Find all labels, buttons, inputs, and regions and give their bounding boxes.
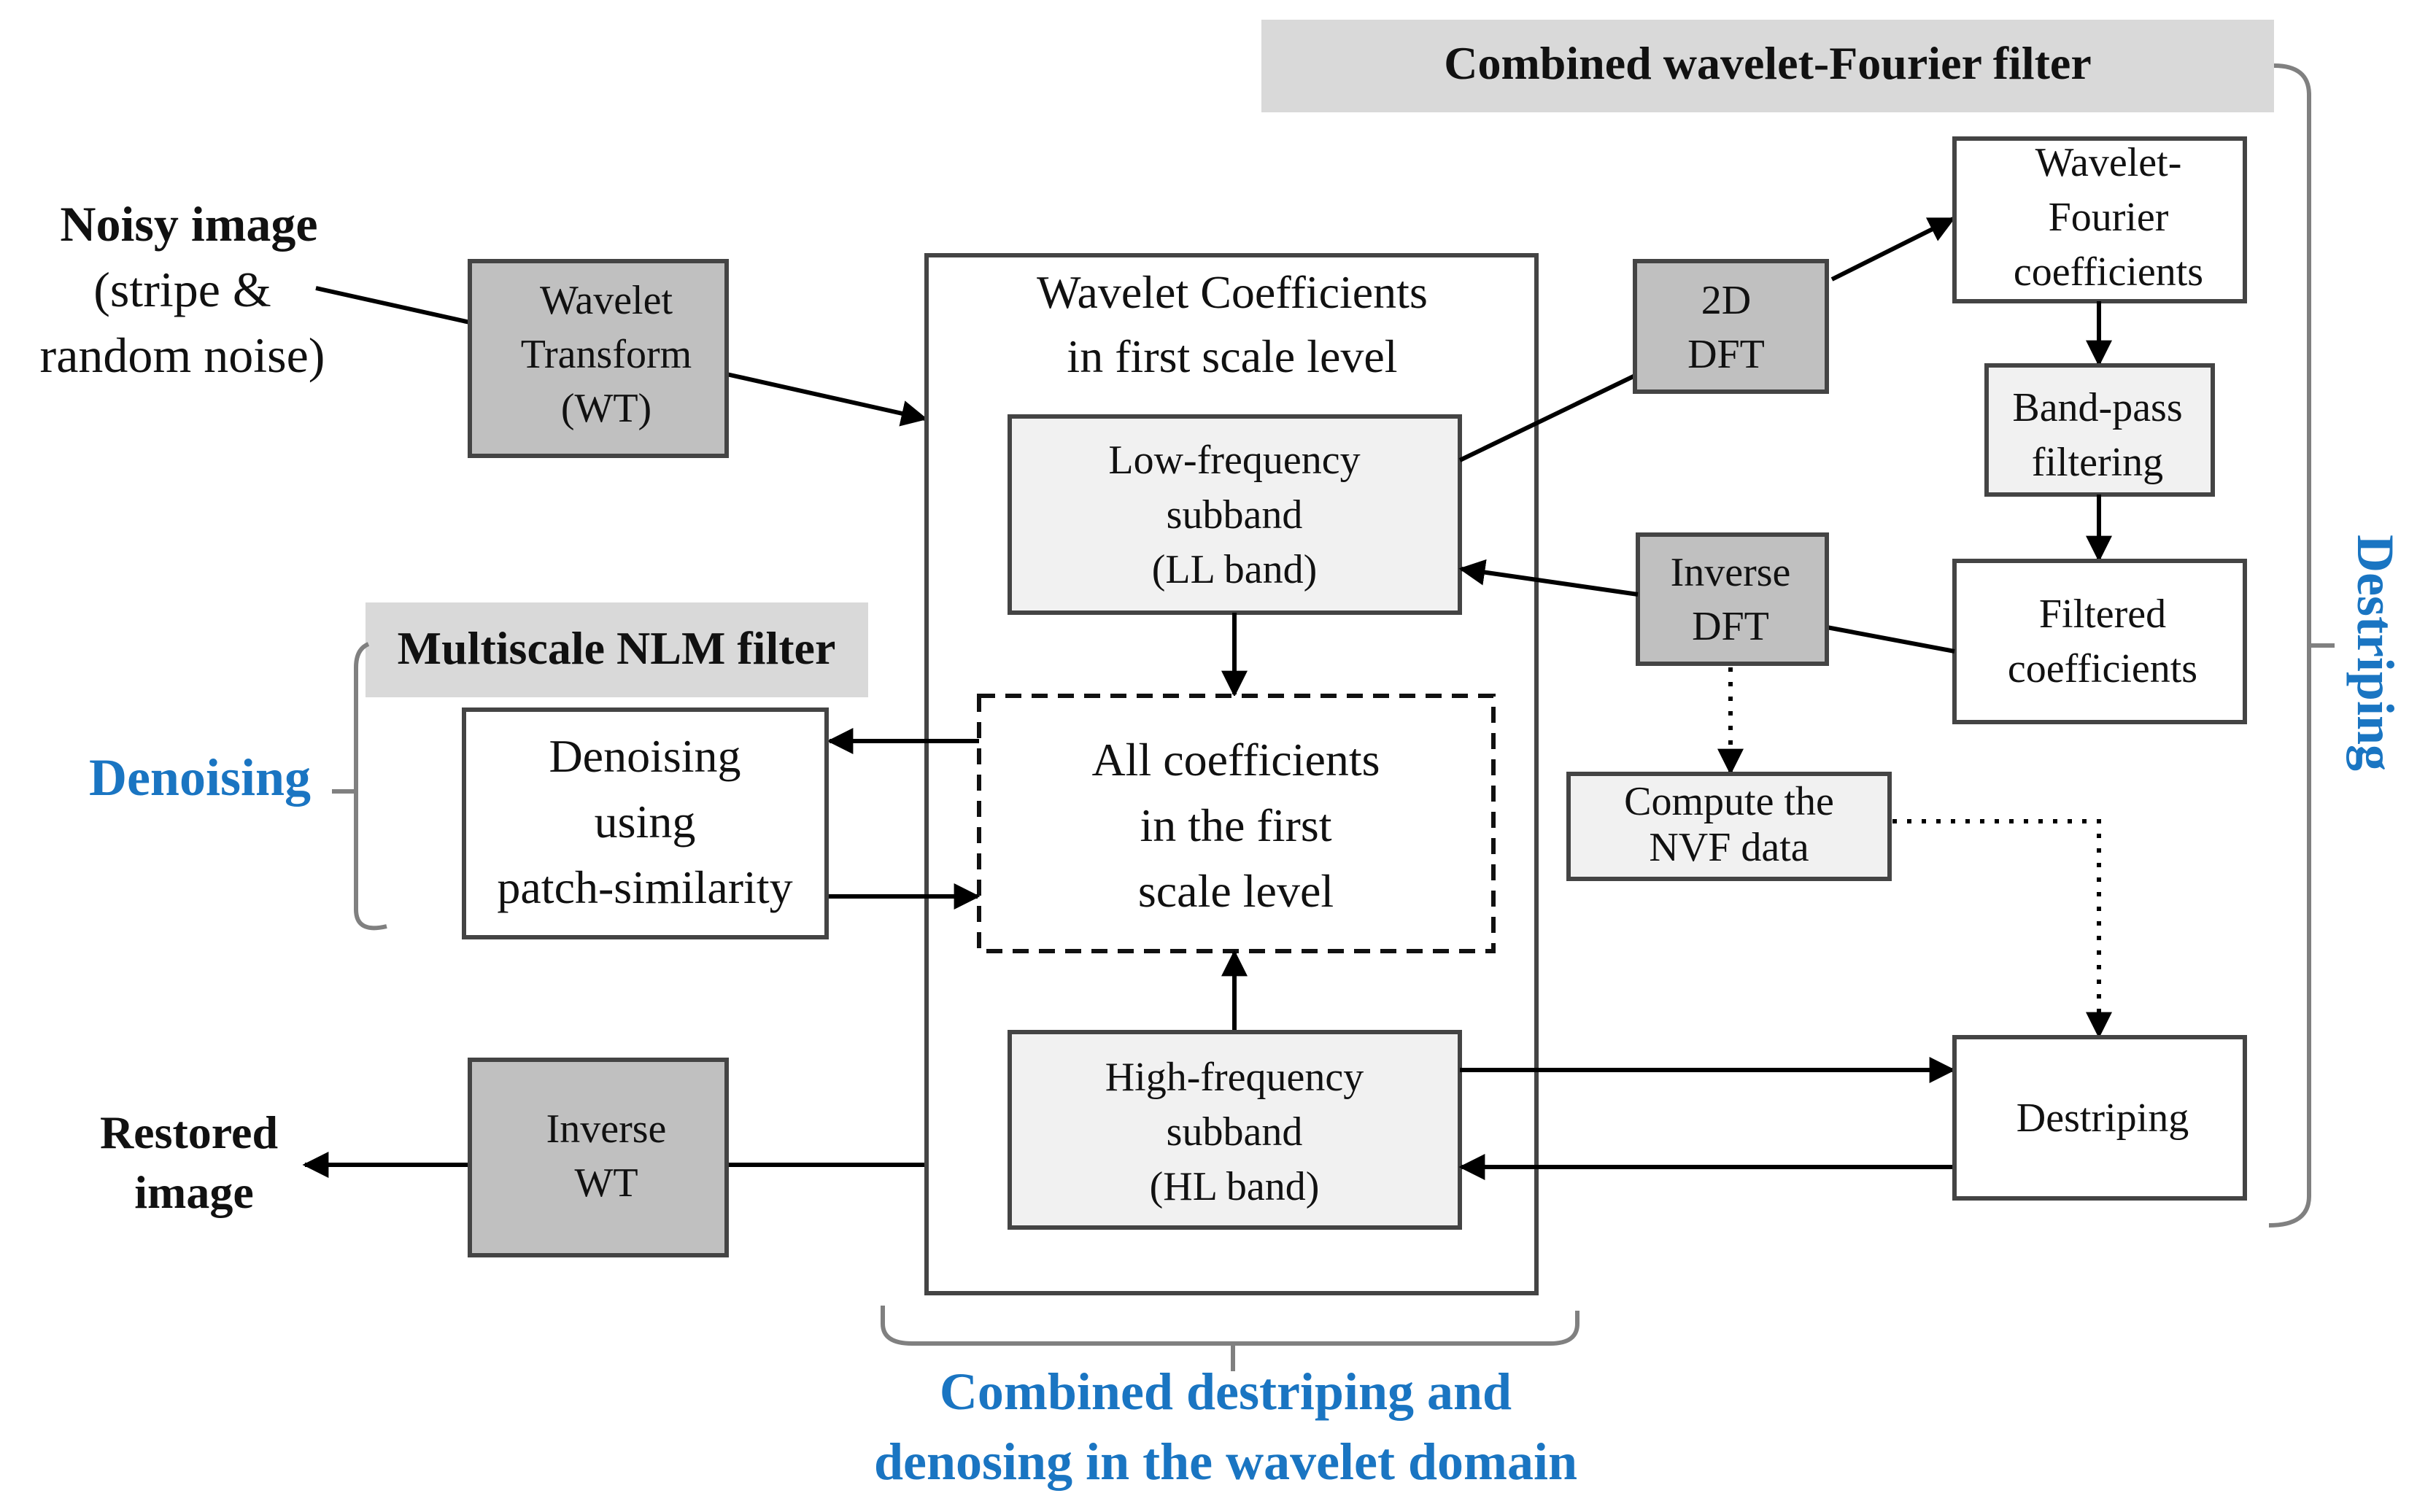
nvf-box: Compute the NVF data — [1566, 772, 1892, 881]
bandpass-line-1: Band-pass — [2012, 385, 2182, 430]
nvf-line-1: Compute the — [1624, 779, 1834, 824]
inverse-dft-box: Inverse DFT — [1636, 532, 1829, 666]
wt-line-2: Transform — [521, 332, 692, 377]
inverse-wt-box: Inverse WT — [468, 1058, 729, 1257]
all-coeff-line-3: scale level — [1138, 865, 1334, 917]
idft-line-1: Inverse — [1671, 550, 1791, 595]
ll-line-1: Low-frequency — [1108, 438, 1360, 483]
dft-2d-rect — [1633, 259, 1829, 394]
dft-2d-box: 2D DFT — [1633, 259, 1829, 394]
connector-input-to-wt — [315, 286, 471, 325]
wavelet-transform-box: Wavelet Transform (WT) — [468, 259, 729, 458]
wf-line-2: Fourier — [2049, 195, 2169, 240]
hl-line-1: High-frequency — [1105, 1055, 1364, 1100]
multiscale-nlm-title-text: Multiscale NLM filter — [398, 622, 836, 674]
ll-line-3: (LL band) — [1152, 547, 1318, 592]
dft-line-1: 2D — [1701, 278, 1751, 323]
ll-band-rect — [1008, 414, 1462, 615]
ll-band-box: Low-frequency subband (LL band) — [1008, 414, 1462, 615]
hl-band-rect — [1008, 1030, 1462, 1230]
wf-coeff-rect — [1952, 136, 2247, 303]
inverse-wt-line-1: Inverse — [546, 1106, 667, 1152]
nvf-line-2: NVF data — [1649, 825, 1809, 870]
inverse-wt-line-2: WT — [574, 1160, 638, 1206]
hl-line-3: (HL band) — [1150, 1164, 1320, 1209]
wavelet-fourier-title-text: Combined wavelet-Fourier filter — [1444, 37, 2091, 89]
combined-brace — [881, 1306, 1579, 1346]
noisy-image-line-2: (stripe & — [93, 262, 271, 317]
bandpass-box: Band-pass filtering — [1984, 363, 2215, 497]
all-coefficients-box: All coefficients in the first scale leve… — [977, 694, 1496, 953]
combined-label-line-2: denosing in the wavelet domain — [874, 1432, 1577, 1491]
arrow-idft-to-ll — [1458, 559, 1639, 597]
destriping-box-text: Destriping — [2016, 1096, 2189, 1141]
wf-line-3: coefficients — [2014, 249, 2203, 295]
wt-line-3: (WT) — [561, 386, 651, 431]
dft-line-2: DFT — [1687, 332, 1765, 377]
destriping-label: Destriping — [2346, 535, 2405, 771]
denoising-line-3: patch-similarity — [497, 861, 792, 913]
all-coeff-line-2: in the first — [1140, 799, 1331, 851]
filtered-coefficients-box: Filtered coefficients — [1952, 559, 2247, 724]
dotted-arrow-nvf-to-destriping — [1892, 819, 2112, 1039]
filtered-line-2: coefficients — [2008, 646, 2197, 691]
all-coeff-line-1: All coefficients — [1091, 734, 1380, 786]
wt-line-1: Wavelet — [540, 278, 673, 323]
wf-line-1: Wavelet- — [2035, 140, 2182, 185]
hl-band-box: High-frequency subband (HL band) — [1008, 1030, 1462, 1230]
restored-image-line-1: Restored — [100, 1106, 278, 1158]
connector-filtered-to-idft — [1826, 625, 1955, 654]
bandpass-rect — [1984, 363, 2215, 497]
denoising-line-1: Denoising — [549, 730, 741, 782]
connector-ll-to-dft — [1458, 373, 1636, 462]
denoising-box: Denoising using patch-similarity — [462, 707, 829, 939]
noisy-image-line-3: random noise) — [40, 327, 325, 383]
destriping-brace — [2268, 63, 2311, 1228]
bandpass-line-2: filtering — [2032, 440, 2163, 485]
restored-image-line-2: image — [134, 1166, 254, 1218]
container-title-line-2: in first scale level — [1067, 330, 1397, 382]
multiscale-nlm-title-bg — [366, 602, 868, 697]
idft-line-2: DFT — [1692, 604, 1769, 649]
arrow-wt-to-coeff — [726, 372, 928, 427]
filtered-rect — [1952, 559, 2247, 724]
noisy-image-label: Noisy image (stripe & random noise) — [40, 196, 325, 383]
hl-line-2: subband — [1167, 1109, 1303, 1155]
destriping-box: Destriping — [1952, 1035, 2247, 1201]
combined-label-line-1: Combined destriping and — [940, 1362, 1512, 1421]
wavelet-fourier-title-bg — [1261, 20, 2274, 112]
denoising-rect — [462, 707, 829, 939]
nvf-rect — [1566, 772, 1892, 881]
container-title-line-1: Wavelet Coefficients — [1037, 266, 1428, 318]
inverse-dft-rect — [1636, 532, 1829, 666]
destriping-rect — [1952, 1035, 2247, 1201]
ll-line-2: subband — [1167, 492, 1303, 538]
multiscale-nlm-title: Multiscale NLM filter — [366, 602, 868, 697]
restored-image-label: Restored image — [100, 1106, 278, 1218]
denoising-brace — [354, 642, 387, 931]
wavelet-fourier-title: Combined wavelet-Fourier filter — [1261, 20, 2274, 112]
wavelet-fourier-coefficients-box: Wavelet- Fourier coefficients — [1952, 136, 2247, 303]
inverse-wt-rect — [468, 1058, 729, 1257]
denoising-line-2: using — [595, 796, 696, 848]
wavelet-transform-rect — [468, 259, 729, 458]
noisy-image-line-1: Noisy image — [60, 196, 317, 252]
arrow-dft-to-wf — [1830, 217, 1956, 282]
filtered-line-1: Filtered — [2039, 592, 2166, 637]
denoising-label: Denoising — [89, 748, 311, 807]
